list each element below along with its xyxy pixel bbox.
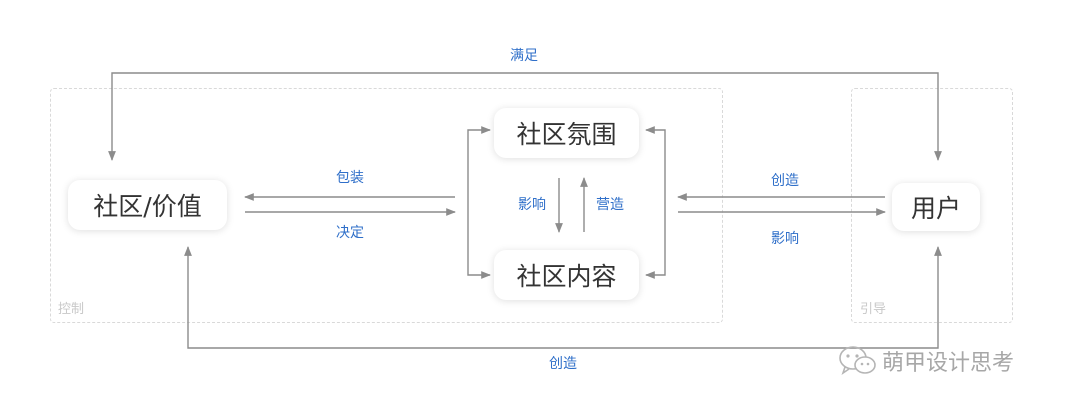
control-region-label: 控制 bbox=[58, 302, 85, 317]
label-bottom-create: 创造 bbox=[549, 356, 577, 372]
control-region bbox=[50, 88, 723, 323]
label-decide: 决定 bbox=[336, 225, 364, 241]
watermark-text: 萌甲设计思考 bbox=[882, 351, 1015, 376]
bracket-left bbox=[467, 126, 491, 279]
bracket-right bbox=[645, 126, 666, 279]
guide-region-label: 引导 bbox=[860, 302, 887, 317]
label-build-up: 营造 bbox=[596, 197, 624, 213]
watermark: 萌甲设计思考 bbox=[838, 344, 1014, 378]
label-influence-right: 影响 bbox=[771, 231, 799, 247]
arrow-top-satisfy bbox=[108, 72, 942, 161]
label-influence-down: 影响 bbox=[518, 197, 546, 213]
wechat-icon bbox=[839, 346, 876, 375]
arrow-bottom-create bbox=[184, 246, 942, 349]
node-community-value: 社区/价值 bbox=[68, 180, 227, 230]
label-satisfy: 满足 bbox=[510, 48, 538, 64]
node-user: 用户 bbox=[892, 183, 980, 231]
node-community-atmosphere: 社区氛围 bbox=[494, 108, 639, 158]
node-community-content: 社区内容 bbox=[494, 250, 639, 300]
guide-region bbox=[851, 88, 1013, 323]
label-package: 包装 bbox=[336, 170, 364, 186]
label-create-right: 创造 bbox=[771, 173, 799, 189]
